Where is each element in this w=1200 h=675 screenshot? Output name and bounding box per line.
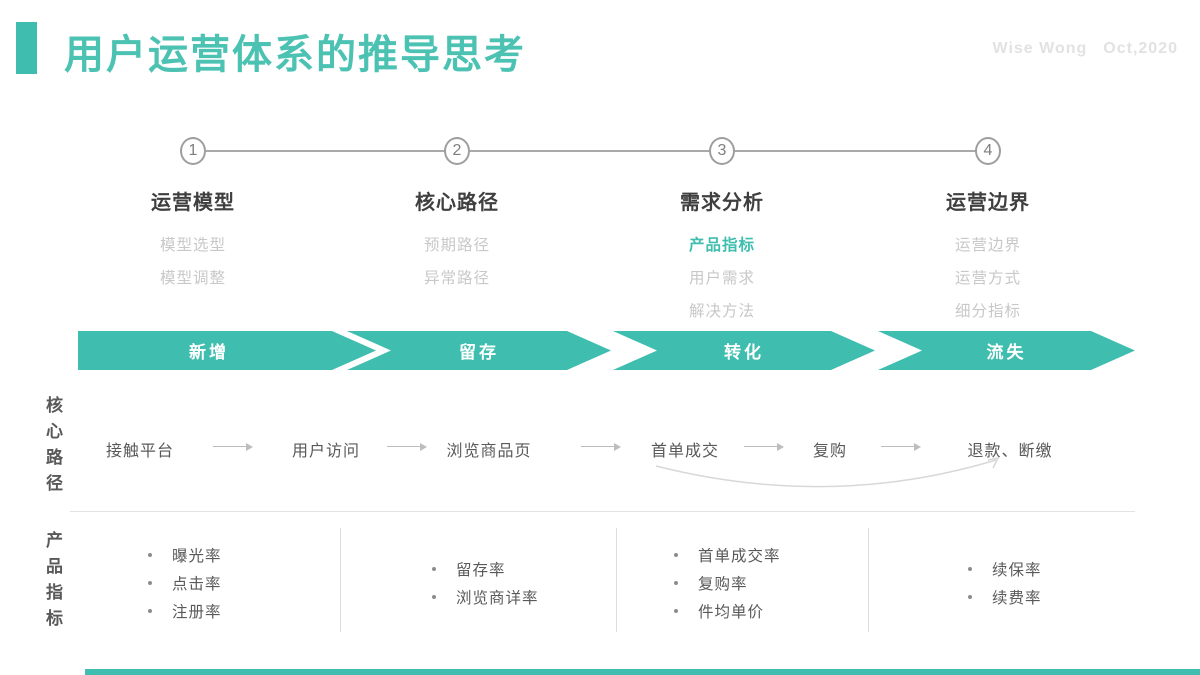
metrics-column-2: 留存率 浏览商详率 <box>432 555 539 611</box>
flow-node: 退款、断缴 <box>967 443 1053 460</box>
watermark: Wise Wong Oct,2020 <box>993 40 1179 58</box>
page-title: 用户运营体系的推导思考 <box>64 33 526 77</box>
metric-label: 点击率 <box>172 576 222 593</box>
metric-item: 复购率 <box>674 569 781 597</box>
right-arrow-icon <box>581 442 621 451</box>
step-2-title: 核心路径 <box>415 192 499 214</box>
step-2-item: 预期路径 <box>423 237 490 254</box>
timeline-step-4-badge: 4 <box>975 137 1001 165</box>
step-2-item: 异常路径 <box>423 270 490 287</box>
stage-arrow-label: 新增 <box>189 343 229 362</box>
step-4-item: 运营边界 <box>954 237 1021 254</box>
stage-arrow-churn: 流失 <box>878 331 1135 370</box>
product-metrics-section-label: 产品指标 <box>43 531 62 635</box>
metric-item: 留存率 <box>432 555 539 583</box>
bullet-icon <box>674 581 678 585</box>
core-path-section-label: 核心路径 <box>43 396 62 500</box>
stage-arrow-label: 流失 <box>986 343 1027 362</box>
section-divider <box>70 511 1135 512</box>
right-arrow-icon <box>744 442 784 451</box>
stage-arrow-retention: 留存 <box>347 331 611 370</box>
timeline-step-1-number: 1 <box>188 142 198 159</box>
bullet-icon <box>432 595 436 599</box>
metric-label: 续保率 <box>992 562 1042 579</box>
timeline-step-3-badge: 3 <box>709 137 735 165</box>
right-arrow-icon <box>213 442 253 451</box>
step-4-item: 运营方式 <box>954 270 1021 287</box>
metrics-column-1: 曝光率 点击率 注册率 <box>148 541 222 625</box>
metric-item: 续保率 <box>968 555 1042 583</box>
metric-label: 注册率 <box>172 604 222 621</box>
step-column-3: 需求分析 产品指标 用户需求 解决方法 <box>632 186 812 328</box>
metric-label: 续费率 <box>992 590 1042 607</box>
timeline-step-4-number: 4 <box>983 142 993 159</box>
column-divider <box>340 528 341 632</box>
title-accent-bar <box>16 22 37 74</box>
metrics-column-3: 首单成交率 复购率 件均单价 <box>674 541 781 625</box>
watermark-author: Wise Wong <box>992 40 1088 57</box>
step-column-1: 运营模型 模型选型 模型调整 <box>103 186 283 295</box>
column-divider <box>616 528 617 632</box>
metric-item: 浏览商详率 <box>432 583 539 611</box>
flow-node: 首单成交 <box>650 443 720 460</box>
metric-label: 浏览商详率 <box>456 590 539 607</box>
metric-item: 首单成交率 <box>674 541 781 569</box>
metric-item: 续费率 <box>968 583 1042 611</box>
step-column-4: 运营边界 运营边界 运营方式 细分指标 <box>898 186 1078 328</box>
bullet-icon <box>432 567 436 571</box>
watermark-date: Oct,2020 <box>1103 40 1178 57</box>
step-3-item: 解决方法 <box>688 303 755 320</box>
step-4-item: 细分指标 <box>954 303 1021 320</box>
step-column-2: 核心路径 预期路径 异常路径 <box>367 186 547 295</box>
timeline-step-3-number: 3 <box>717 142 727 159</box>
bullet-icon <box>148 609 152 613</box>
right-arrow-icon <box>387 442 427 451</box>
bullet-icon <box>968 567 972 571</box>
step-4-title: 运营边界 <box>946 192 1030 214</box>
step-1-title: 运营模型 <box>151 192 235 214</box>
metric-label: 曝光率 <box>172 548 222 565</box>
stage-arrow-label: 转化 <box>724 343 764 362</box>
timeline-step-2-badge: 2 <box>444 137 470 165</box>
flow-node: 接触平台 <box>105 443 175 460</box>
metric-item: 注册率 <box>148 597 222 625</box>
bullet-icon <box>674 609 678 613</box>
stage-arrow-new: 新增 <box>78 331 376 370</box>
metrics-column-4: 续保率 续费率 <box>968 555 1042 611</box>
metric-label: 件均单价 <box>698 604 765 621</box>
metric-label: 留存率 <box>456 562 506 579</box>
metric-item: 件均单价 <box>674 597 781 625</box>
right-arrow-icon <box>881 442 921 451</box>
step-3-item-highlighted: 产品指标 <box>688 237 755 254</box>
flow-node: 复购 <box>812 443 848 460</box>
step-1-item: 模型选型 <box>159 237 226 254</box>
step-3-title: 需求分析 <box>680 192 764 214</box>
timeline-step-2-number: 2 <box>452 142 462 159</box>
flow-node: 浏览商品页 <box>446 443 532 460</box>
timeline-line <box>193 150 988 152</box>
bottom-accent-bar <box>85 669 1200 675</box>
metric-label: 首单成交率 <box>698 548 781 565</box>
flow-node: 用户访问 <box>291 443 361 460</box>
bullet-icon <box>674 553 678 557</box>
metric-item: 曝光率 <box>148 541 222 569</box>
stage-arrow-conversion: 转化 <box>613 331 875 370</box>
timeline-step-1-badge: 1 <box>180 137 206 165</box>
step-3-item: 用户需求 <box>688 270 755 287</box>
stage-arrow-label: 留存 <box>459 343 499 362</box>
bullet-icon <box>968 595 972 599</box>
bullet-icon <box>148 581 152 585</box>
repurchase-loop-arrow-icon <box>655 456 1000 488</box>
bullet-icon <box>148 553 152 557</box>
step-1-item: 模型调整 <box>159 270 226 287</box>
metric-label: 复购率 <box>698 576 748 593</box>
metric-item: 点击率 <box>148 569 222 597</box>
column-divider <box>868 528 869 632</box>
